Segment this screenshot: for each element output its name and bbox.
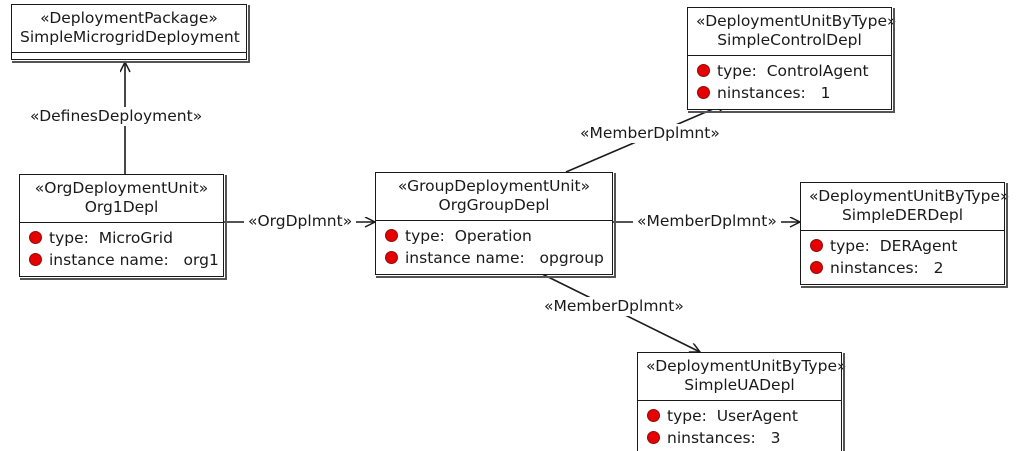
edge-label-member-dplmnt-der: «MemberDplmnt»: [633, 212, 781, 231]
node-header: «DeploymentUnitByType» SimpleControlDepl: [688, 8, 897, 55]
node-stereotype: «GroupDeploymentUnit»: [397, 177, 591, 195]
bullet-icon: [810, 239, 823, 253]
node-simple-microgrid-deployment[interactable]: «DeploymentPackage» SimpleMicrogridDeplo…: [11, 4, 250, 63]
attribute-text: instance name: opgroup: [405, 248, 604, 267]
node-name: SimpleUADepl: [684, 375, 795, 394]
node-name: SimpleControlDepl: [717, 30, 862, 49]
attribute-row: instance name: org1: [29, 249, 219, 271]
node-stereotype: «DeploymentUnitByType»: [696, 12, 897, 30]
node-org1-depl[interactable]: «OrgDeploymentUnit» Org1Depl type: Micro…: [19, 174, 227, 280]
node-header: «OrgDeploymentUnit» Org1Depl: [20, 175, 223, 222]
node-attributes: type: UserAgent ninstances: 3: [638, 399, 841, 451]
node-stereotype: «DeploymentPackage»: [40, 9, 218, 27]
node-name: SimpleMicrogridDeployment: [20, 27, 240, 46]
attribute-text: type: UserAgent: [667, 406, 798, 425]
attribute-text: ninstances: 2: [830, 258, 944, 277]
empty-compartment: [12, 51, 246, 59]
bullet-icon: [697, 86, 710, 100]
node-header: «DeploymentPackage» SimpleMicrogridDeplo…: [12, 5, 246, 52]
attribute-text: instance name: org1: [49, 250, 219, 269]
attribute-text: type: Operation: [405, 226, 532, 245]
attribute-row: type: ControlAgent: [697, 60, 883, 82]
attribute-row: ninstances: 2: [810, 257, 996, 279]
node-simple-ua-depl[interactable]: «DeploymentUnitByType» SimpleUADepl type…: [637, 352, 847, 451]
node-header: «GroupDeploymentUnit» OrgGroupDepl: [376, 173, 612, 220]
attribute-row: type: MicroGrid: [29, 227, 215, 249]
attribute-text: type: DERAgent: [830, 236, 958, 255]
node-name: SimpleDERDepl: [841, 205, 964, 224]
attribute-row: type: UserAgent: [647, 405, 833, 427]
attribute-row: type: DERAgent: [810, 235, 996, 257]
attribute-row: ninstances: 3: [647, 427, 833, 449]
node-simple-der-depl[interactable]: «DeploymentUnitByType» SimpleDERDepl typ…: [800, 182, 1010, 288]
node-attributes: type: DERAgent ninstances: 2: [801, 229, 1004, 284]
node-header: «DeploymentUnitByType» SimpleDERDepl: [801, 183, 1010, 230]
node-name: Org1Depl: [84, 197, 159, 216]
bullet-icon: [385, 251, 398, 265]
edge-label-defines-deployment: «DefinesDeployment»: [26, 107, 207, 126]
node-org-group-depl[interactable]: «GroupDeploymentUnit» OrgGroupDepl type:…: [375, 172, 616, 278]
edge-label-member-dplmnt-control: «MemberDplmnt»: [576, 124, 724, 143]
attribute-text: ninstances: 3: [667, 428, 781, 447]
bullet-icon: [697, 64, 710, 78]
bullet-icon: [385, 229, 398, 243]
node-attributes: type: MicroGrid instance name: org1: [20, 221, 223, 276]
attribute-row: instance name: opgroup: [385, 247, 604, 269]
bullet-icon: [29, 231, 42, 245]
node-stereotype: «OrgDeploymentUnit»: [34, 179, 209, 197]
bullet-icon: [29, 253, 42, 267]
bullet-icon: [810, 261, 823, 275]
node-simple-control-depl[interactable]: «DeploymentUnitByType» SimpleControlDepl…: [687, 7, 897, 113]
node-header: «DeploymentUnitByType» SimpleUADepl: [638, 353, 847, 400]
attribute-text: type: MicroGrid: [49, 228, 173, 247]
attribute-row: type: Operation: [385, 225, 604, 247]
bullet-icon: [647, 431, 660, 445]
attribute-row: ninstances: 1: [697, 82, 883, 104]
edge-label-org-dplmnt: «OrgDplmnt»: [244, 212, 357, 231]
node-attributes: type: Operation instance name: opgroup: [376, 219, 612, 274]
node-name: OrgGroupDepl: [438, 195, 550, 214]
node-attributes: type: ControlAgent ninstances: 1: [688, 54, 891, 109]
edge-label-member-dplmnt-ua: «MemberDplmnt»: [540, 297, 688, 316]
attribute-text: ninstances: 1: [717, 83, 831, 102]
node-stereotype: «DeploymentUnitByType»: [809, 187, 1010, 205]
bullet-icon: [647, 409, 660, 423]
node-stereotype: «DeploymentUnitByType»: [646, 357, 847, 375]
attribute-text: type: ControlAgent: [717, 61, 869, 80]
